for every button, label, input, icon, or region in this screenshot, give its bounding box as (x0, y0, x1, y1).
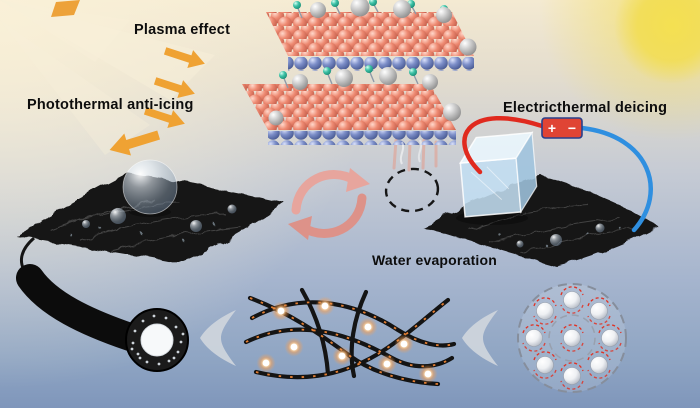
sun-icon (614, 0, 700, 84)
evaporation-zone (384, 139, 440, 213)
battery-icon: + − (541, 117, 583, 139)
chevron-left-icon (200, 310, 236, 366)
membrane-specks (498, 226, 622, 246)
dashed-ellipse-icon (384, 167, 440, 213)
plasma-effect-label: Plasma effect (134, 22, 231, 38)
ice-cube-icon (458, 130, 538, 218)
optical-cable (16, 236, 189, 372)
electrothermal-deicing-label: Electricthermal deicing (503, 100, 668, 116)
lattice-upper-layer (266, 12, 474, 71)
cycle-arrow-bottom-head (288, 216, 312, 240)
light-beam-icon (51, 0, 80, 17)
sun-rays-icon (0, 0, 215, 155)
fiber-cross-section-icon (125, 308, 189, 372)
cross-section-specks (130, 314, 185, 366)
cycle-arrows (288, 168, 370, 240)
water-droplets-left (82, 159, 237, 232)
cycle-arrow-top-head (346, 168, 370, 192)
lattice-lower-layer (242, 84, 456, 145)
cycle-arrow-bottom-icon (299, 193, 367, 238)
battery-minus: − (568, 120, 576, 136)
water-droplet (122, 159, 178, 215)
heated-fiber-mesh (243, 287, 457, 387)
lattice-structure (242, 0, 477, 172)
magnified-cross-section (517, 283, 627, 393)
membrane-texture (469, 205, 636, 253)
photothermal-anti-icing-label: Photothermal anti-icing (27, 97, 194, 113)
glow-dots (256, 296, 438, 384)
membrane-specks (70, 222, 216, 243)
battery-plus: + (548, 120, 556, 136)
cold-wire (579, 125, 653, 233)
water-droplets-right (516, 223, 605, 248)
hot-wire (462, 115, 545, 175)
cycle-arrow-top-icon (291, 170, 359, 215)
adatom-spheres (268, 0, 477, 126)
chevron-left-icon (462, 310, 498, 366)
water-evaporation-label: Water evaporation (372, 252, 498, 268)
